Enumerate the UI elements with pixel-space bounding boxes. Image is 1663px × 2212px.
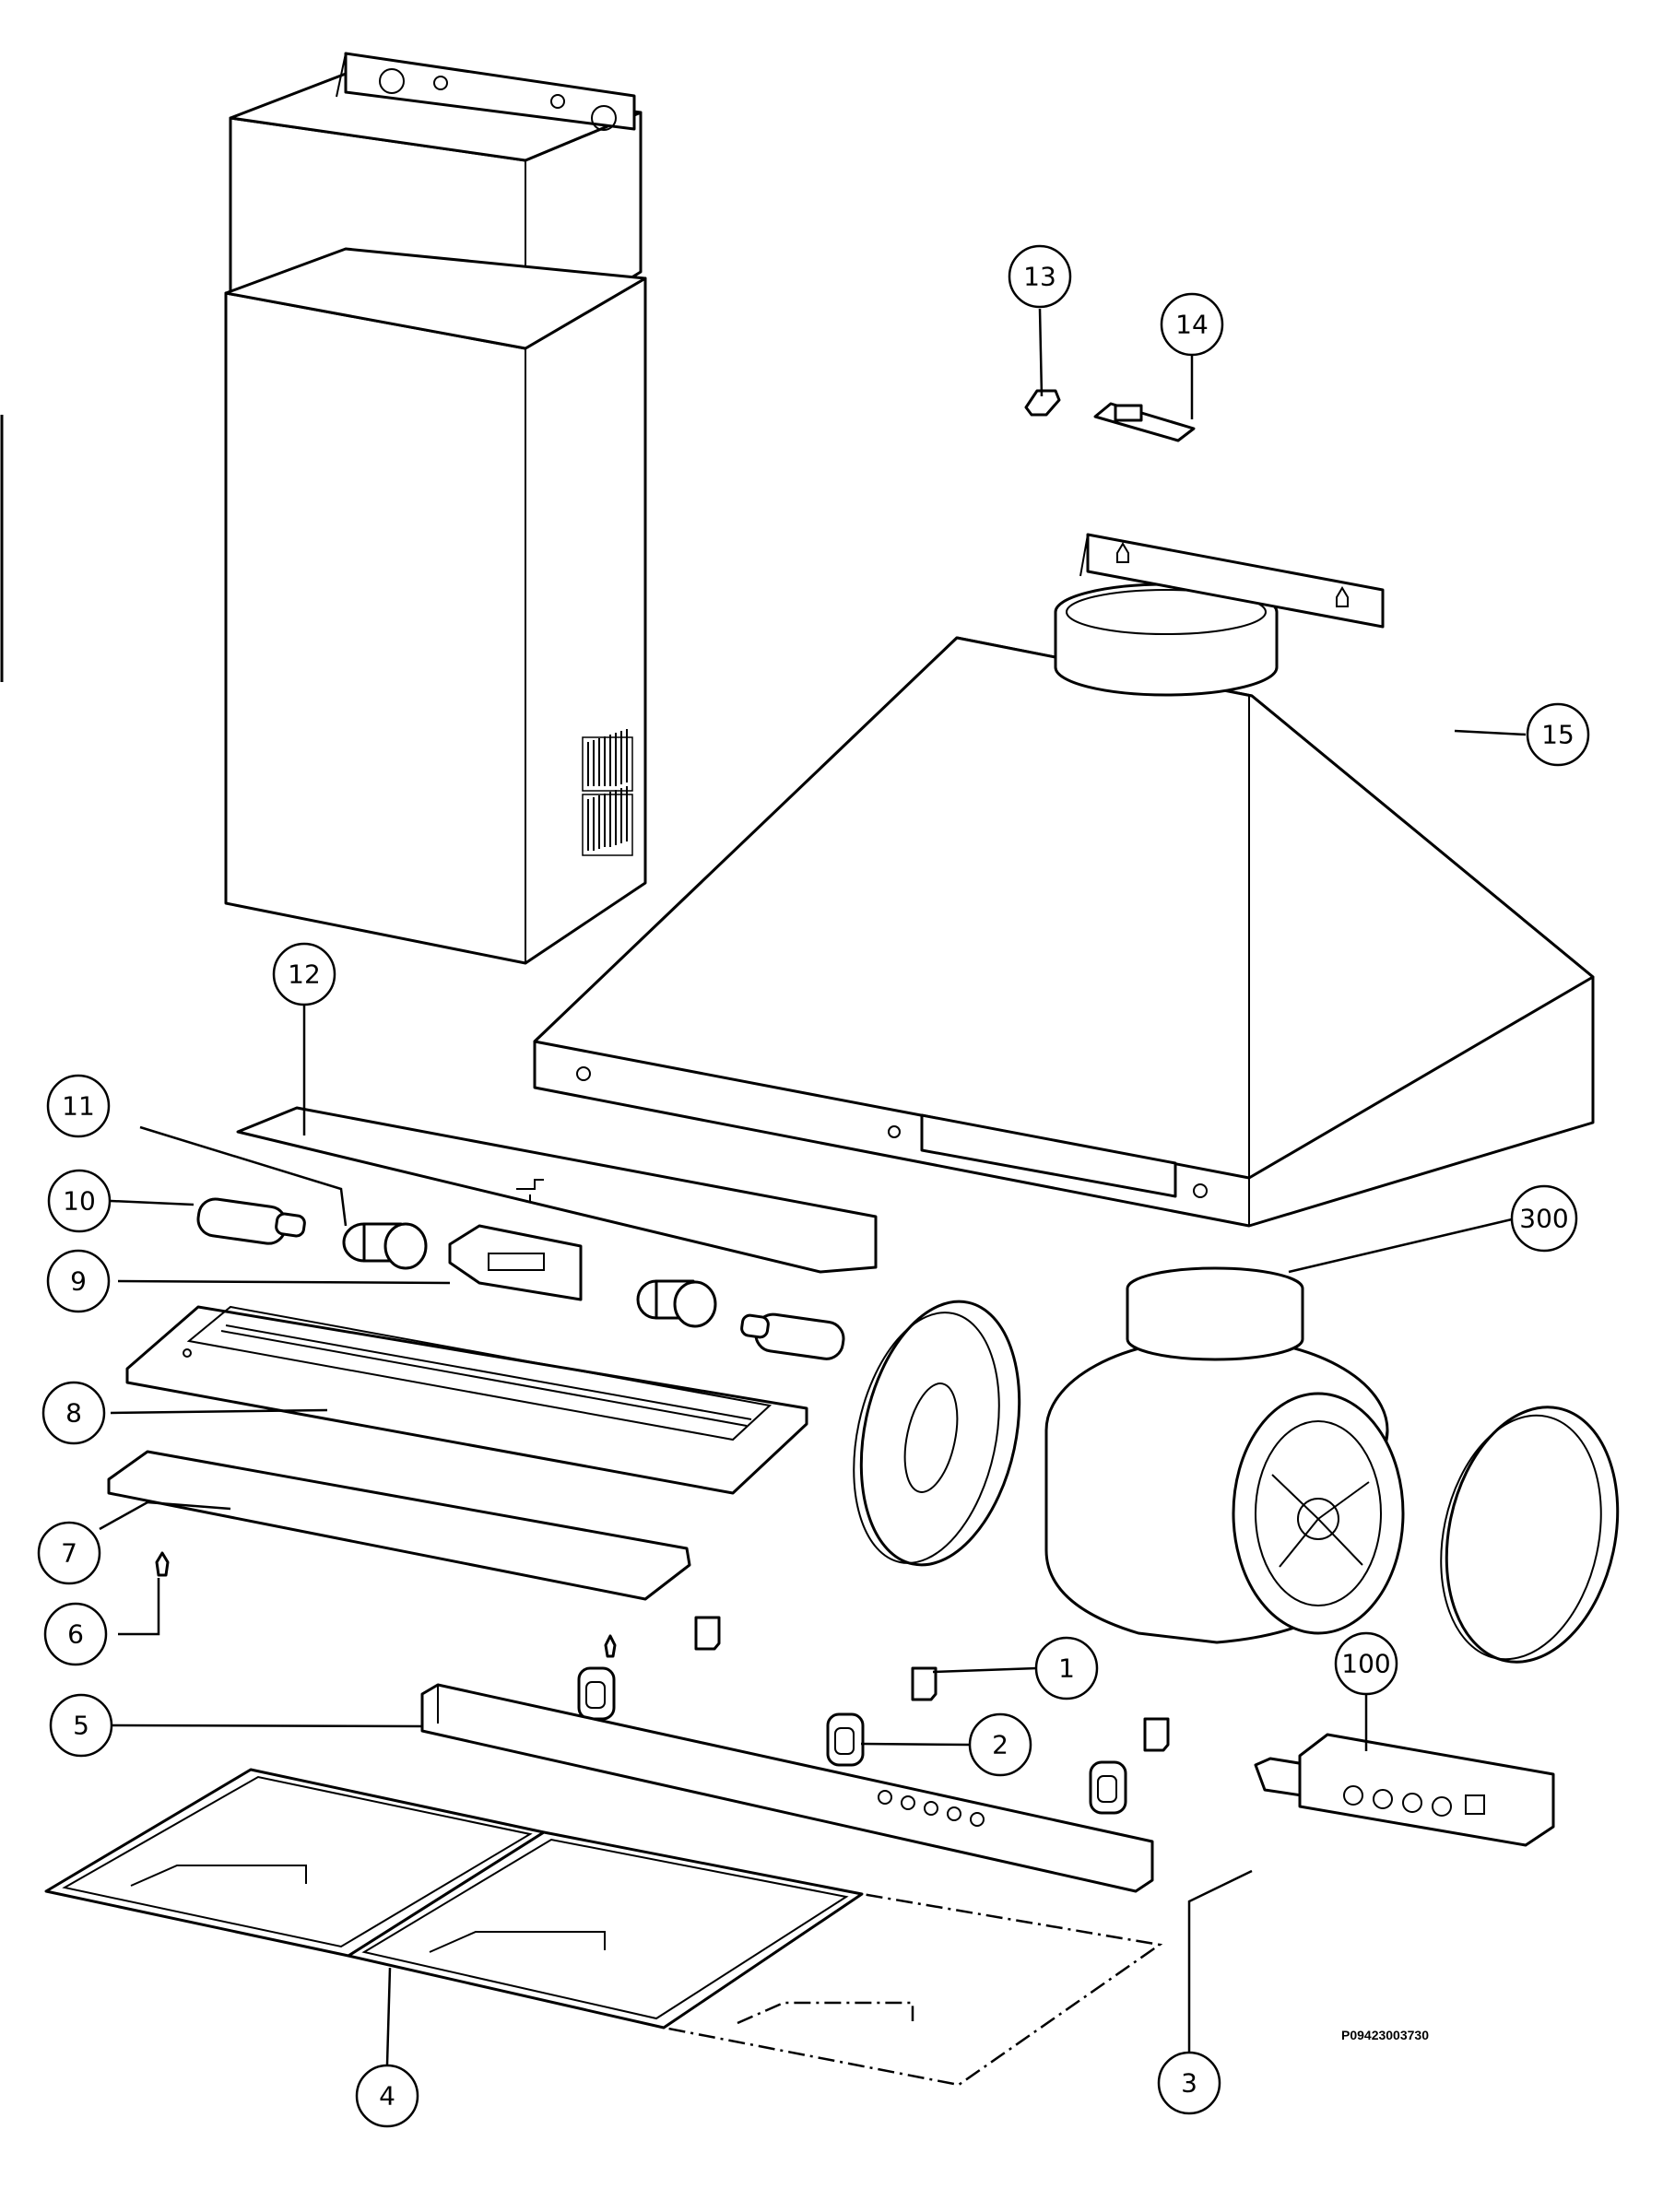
pcb-control-box bbox=[1298, 1733, 1555, 1847]
callout-circle bbox=[46, 1074, 111, 1138]
callout-circle bbox=[43, 1602, 108, 1666]
carbon-filter-right bbox=[1440, 1406, 1620, 1664]
callout-14: 14 bbox=[1160, 292, 1224, 357]
hood-canopy bbox=[533, 533, 1595, 1228]
screw-6 bbox=[155, 1551, 170, 1577]
clip-right bbox=[1089, 1760, 1127, 1815]
callout-label: 100 bbox=[1341, 1649, 1390, 1679]
callout-circle bbox=[41, 1381, 106, 1445]
callout-1: 1 bbox=[1034, 1636, 1099, 1700]
callout-13: 13 bbox=[1008, 244, 1072, 309]
callout-circle bbox=[1160, 292, 1224, 357]
callout-label: 4 bbox=[379, 2081, 395, 2112]
chimney-duct bbox=[224, 52, 647, 965]
filter-frame-rail bbox=[125, 1305, 808, 1495]
vent-slots bbox=[582, 729, 633, 856]
bracket-clip-b bbox=[911, 1666, 938, 1701]
callout-300: 300 bbox=[1510, 1184, 1578, 1253]
callout-label: 2 bbox=[992, 1730, 1008, 1760]
lamp-bulb-right bbox=[636, 1279, 717, 1328]
clip-13 bbox=[1024, 389, 1061, 417]
callout-5: 5 bbox=[49, 1693, 113, 1758]
document-number: P09423003730 bbox=[1341, 2028, 1429, 2042]
callout-label: 11 bbox=[62, 1091, 95, 1122]
callout-label: 6 bbox=[67, 1619, 84, 1650]
callout-100: 100 bbox=[1334, 1631, 1398, 1696]
callout-circle bbox=[47, 1169, 112, 1233]
callout-3: 3 bbox=[1157, 2051, 1221, 2115]
carbon-filter-left bbox=[853, 1300, 1021, 1567]
lamp-holder-right bbox=[740, 1312, 845, 1360]
callout-circle bbox=[355, 2064, 419, 2128]
callout-label: 14 bbox=[1175, 310, 1209, 340]
clip-left bbox=[577, 1666, 616, 1721]
blower-motor bbox=[1044, 1266, 1405, 1644]
clip-middle bbox=[826, 1712, 865, 1767]
callout-8: 8 bbox=[41, 1381, 106, 1445]
callout-circle bbox=[968, 1712, 1032, 1777]
control-strip bbox=[420, 1683, 1154, 1893]
callout-circle bbox=[49, 1693, 113, 1758]
callout-circle bbox=[1510, 1184, 1578, 1253]
callout-label: 10 bbox=[63, 1186, 96, 1217]
callout-circle bbox=[272, 942, 336, 1006]
leader-lines bbox=[99, 308, 1527, 2065]
callout-label: 5 bbox=[73, 1711, 89, 1741]
callout-9: 9 bbox=[46, 1249, 111, 1313]
callout-circle bbox=[1526, 702, 1590, 767]
lamp-bulb-left bbox=[342, 1222, 428, 1270]
callout-15: 15 bbox=[1526, 702, 1590, 767]
callout-circle bbox=[1034, 1636, 1099, 1700]
callout-circle bbox=[1334, 1631, 1398, 1696]
bracket-clip-a bbox=[694, 1616, 721, 1651]
callout-label: 8 bbox=[65, 1398, 82, 1429]
glass-panel bbox=[107, 1450, 691, 1601]
callout-6: 6 bbox=[43, 1602, 108, 1666]
lamp-holder-left bbox=[196, 1197, 306, 1245]
callout-label: 300 bbox=[1519, 1204, 1568, 1234]
callout-circle bbox=[1157, 2051, 1221, 2115]
clip-14 bbox=[1093, 402, 1196, 442]
callout-11: 11 bbox=[46, 1074, 111, 1138]
callout-label: 7 bbox=[61, 1538, 77, 1569]
callout-label: 3 bbox=[1181, 2068, 1197, 2099]
screw-center bbox=[604, 1634, 617, 1658]
callout-label: 1 bbox=[1058, 1653, 1075, 1684]
callout-label: 13 bbox=[1023, 262, 1056, 292]
bracket-clip-c bbox=[1143, 1717, 1170, 1752]
callout-10: 10 bbox=[47, 1169, 112, 1233]
callout-circle bbox=[37, 1521, 101, 1585]
grease-filters bbox=[44, 1768, 1163, 2087]
callout-label: 15 bbox=[1541, 720, 1575, 750]
callout-2: 2 bbox=[968, 1712, 1032, 1777]
switch-housing bbox=[448, 1224, 583, 1301]
callout-circle bbox=[1008, 244, 1072, 309]
callout-label: 9 bbox=[70, 1266, 87, 1297]
callout-7: 7 bbox=[37, 1521, 101, 1585]
callout-circle bbox=[46, 1249, 111, 1313]
light-cover-plate bbox=[236, 1106, 878, 1274]
callout-4: 4 bbox=[355, 2064, 419, 2128]
callout-label: 12 bbox=[288, 959, 321, 990]
callout-12: 12 bbox=[272, 942, 336, 1006]
